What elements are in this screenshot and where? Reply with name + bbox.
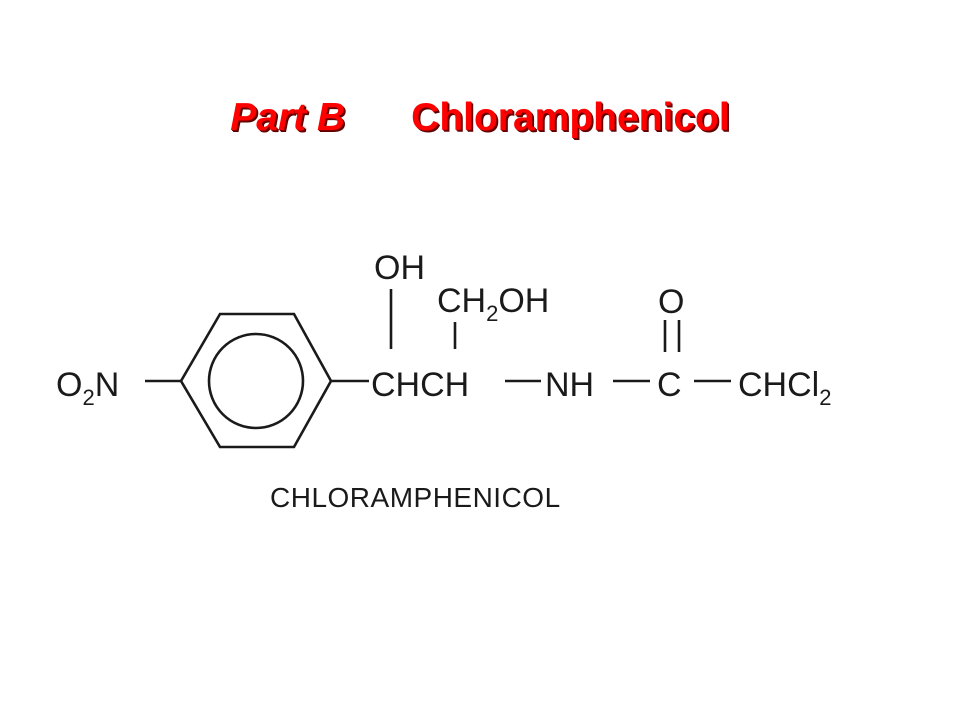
ch2oh-oh: OH	[498, 282, 549, 320]
chch-label: CHCH	[371, 366, 469, 404]
structure-caption: CHLORAMPHENICOL	[270, 482, 561, 513]
nitro-group-label: O2N	[56, 366, 119, 410]
ch2oh-subscript: 2	[486, 301, 498, 326]
nitro-subscript: 2	[82, 385, 94, 410]
chcl2-subscript: 2	[819, 385, 831, 410]
nitro-n: N	[95, 366, 120, 404]
ch2oh-ch: CH	[437, 282, 486, 320]
slide-title: Part B Chloramphenicol	[0, 94, 960, 142]
hydroxymethyl-label: CH2OH	[437, 282, 549, 326]
chcl2-main: CHCl	[738, 366, 819, 404]
benzene-aromatic-circle	[207, 332, 305, 430]
title-compound-name: Chloramphenicol	[411, 96, 730, 139]
hydroxyl-label: OH	[374, 249, 425, 287]
carbonyl-oxygen-label: O	[658, 283, 684, 321]
title-part-label: Part B	[230, 96, 346, 139]
dichloromethyl-label: CHCl2	[738, 366, 831, 410]
amide-nh-label: NH	[545, 366, 594, 404]
carbonyl-carbon-label: C	[657, 366, 682, 404]
nitro-o: O	[56, 366, 82, 404]
